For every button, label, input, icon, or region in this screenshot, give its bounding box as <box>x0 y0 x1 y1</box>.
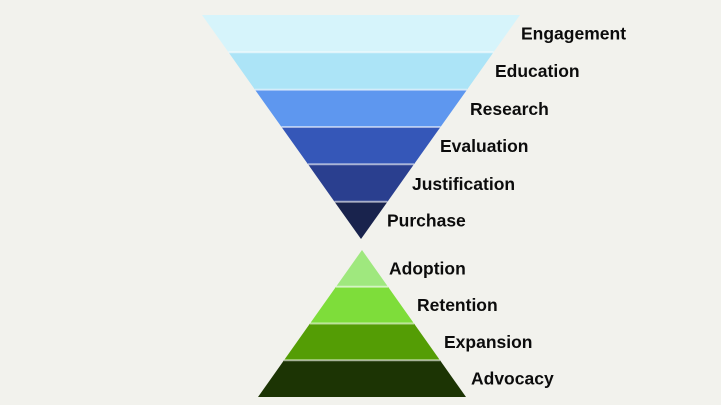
pyramid-stage-label-advocacy: Advocacy <box>471 369 554 389</box>
funnel-stage-research <box>255 89 467 127</box>
funnel-stage-label-education: Education <box>495 61 580 81</box>
funnel-stage-evaluation <box>281 127 441 165</box>
funnel-stage-label-purchase: Purchase <box>387 211 466 231</box>
funnel-stage-label-evaluation: Evaluation <box>440 136 529 156</box>
funnel-stage-justification <box>308 164 414 202</box>
pyramid: Adoption Retention Expansion Advocacy <box>258 250 554 397</box>
pyramid-stage-label-retention: Retention <box>417 295 498 315</box>
pyramid-stage-label-adoption: Adoption <box>389 259 466 279</box>
pyramid-stage-expansion <box>284 323 440 361</box>
pyramid-stage-label-expansion: Expansion <box>444 332 533 352</box>
pyramid-stage-retention <box>310 286 414 324</box>
pyramid-stage-adoption <box>336 250 388 287</box>
funnel-stage-label-justification: Justification <box>412 174 515 194</box>
funnel-stage-purchase <box>334 201 388 239</box>
funnel-stage-education <box>228 52 494 90</box>
funnel-stage-engagement <box>202 15 520 53</box>
funnel-stage-label-engagement: Engagement <box>521 24 626 44</box>
funnel: Engagement Education Research Evaluation… <box>202 15 626 239</box>
funnel-stage-label-research: Research <box>470 99 549 119</box>
pyramid-stage-advocacy <box>258 360 466 397</box>
